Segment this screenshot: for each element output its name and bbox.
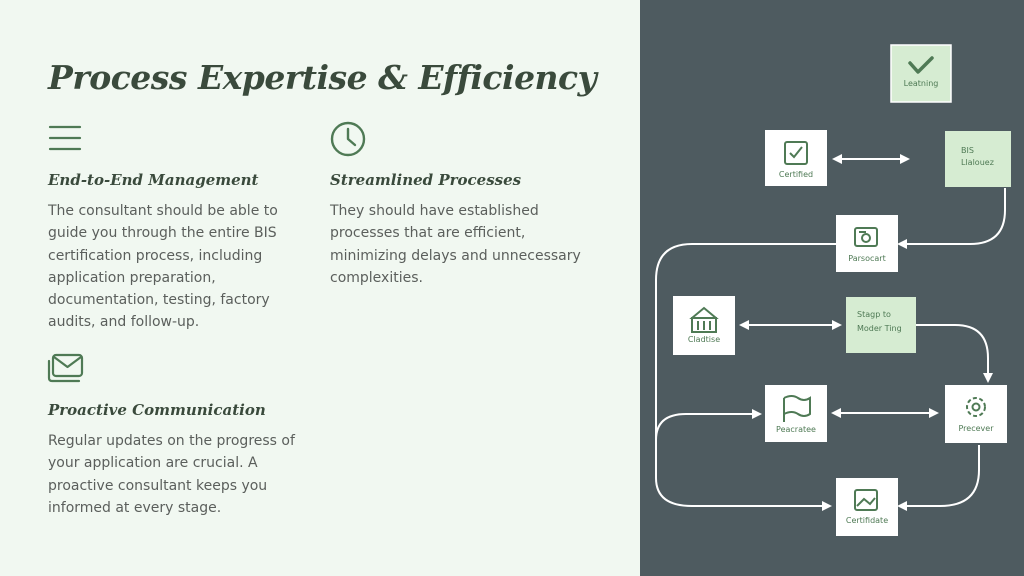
camera-icon bbox=[854, 227, 878, 247]
node-label: Precever bbox=[959, 424, 995, 433]
building-icon bbox=[689, 306, 719, 333]
diagram-node-cladtise: Cladtise bbox=[673, 296, 735, 355]
connectors bbox=[655, 154, 1006, 511]
clock-icon bbox=[329, 120, 367, 158]
diagram-node-bis: BIS Llalouez bbox=[945, 131, 1011, 187]
node-label: Peacratee bbox=[776, 425, 816, 434]
feature-title: End-to-End Management bbox=[48, 171, 259, 189]
connector-arrow bbox=[655, 243, 836, 511]
node-label: Stagp to Moder Ting bbox=[857, 310, 902, 333]
menu-lines-icon bbox=[48, 124, 82, 154]
node-label: Certified bbox=[779, 170, 813, 179]
check-icon bbox=[908, 56, 934, 74]
content-panel: Process Expertise & Efficiency End-to-En… bbox=[47, 58, 597, 516]
node-label: Parsocart bbox=[848, 254, 885, 263]
image-icon bbox=[854, 489, 878, 511]
connector-arrow bbox=[916, 324, 993, 383]
document-check-icon bbox=[784, 141, 808, 165]
feature-description: They should have established processes t… bbox=[330, 203, 581, 286]
diagram-node-parsocart: Parsocart bbox=[836, 215, 898, 272]
process-flow-diagram: Leatning Certified BIS Llalouez bbox=[655, 44, 1011, 536]
feature-title: Streamlined Processes bbox=[330, 171, 522, 189]
mail-icon bbox=[47, 352, 85, 384]
process-diagram-panel: Leatning Certified BIS Llalouez bbox=[640, 0, 1024, 576]
page-title: Process Expertise & Efficiency bbox=[48, 58, 597, 97]
feature-title: Proactive Communication bbox=[48, 401, 266, 419]
connector-arrow bbox=[655, 409, 762, 470]
diagram-node-certified: Certified bbox=[765, 130, 827, 186]
node-label: Certifidate bbox=[846, 516, 888, 525]
flag-icon bbox=[783, 395, 811, 422]
diagram-node-certifidate: Certifidate bbox=[836, 478, 898, 536]
feature-description: Regular updates on the progress of your … bbox=[48, 433, 295, 516]
connector-arrow bbox=[897, 188, 1006, 249]
feature-description: The consultant should be able to guide y… bbox=[48, 203, 278, 331]
diagram-node-leatning: Leatning bbox=[890, 44, 952, 103]
connector-arrow bbox=[897, 445, 980, 511]
gear-icon bbox=[966, 397, 986, 417]
diagram-node-stagp: Stagp to Moder Ting bbox=[846, 297, 916, 353]
diagram-node-precever: Precever bbox=[945, 385, 1007, 443]
diagram-node-peacratee: Peacratee bbox=[765, 385, 827, 442]
node-label: BIS Llalouez bbox=[961, 146, 994, 167]
node-label: Leatning bbox=[904, 79, 939, 88]
node-label: Cladtise bbox=[688, 335, 720, 344]
